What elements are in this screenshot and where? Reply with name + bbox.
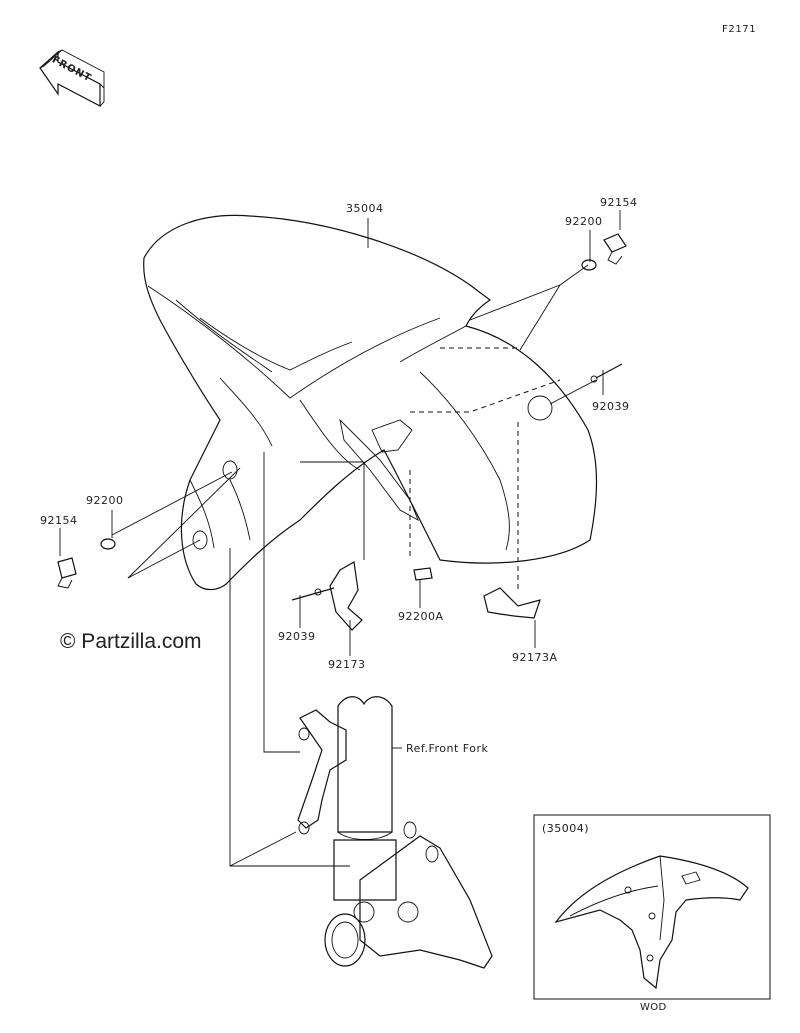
callout-35004[interactable]: 35004 [346,202,384,215]
inset-title: (35004) [542,822,590,835]
callout-92173A[interactable]: 92173A [512,651,558,664]
callout-92039-left[interactable]: 92039 [278,630,316,643]
left-hardware [57,538,116,589]
watermark: © Partzilla.com [60,630,202,653]
front-fork-drawing [229,452,493,969]
callout-92200-right[interactable]: 92200 [565,215,603,228]
front-fender-drawing [143,214,598,591]
inset-tag: WOD [640,1002,667,1013]
washer-right [581,259,597,271]
callout-92154-right[interactable]: 92154 [600,196,638,209]
front-arrow-icon [39,49,105,107]
dashed-locators [409,347,561,590]
callout-92200A[interactable]: 92200A [398,610,444,623]
leader-lines [59,210,621,749]
callout-92200-left[interactable]: 92200 [86,494,124,507]
callout-92039-right[interactable]: 92039 [592,400,630,413]
figure-code: F2171 [722,24,757,35]
callout-92173[interactable]: 92173 [328,658,366,671]
inset-box [533,814,771,1000]
right-hardware [581,233,627,383]
callout-92154-left[interactable]: 92154 [40,514,78,527]
clamps [291,561,541,631]
callout-front-fork: Ref.Front Fork [406,742,489,755]
